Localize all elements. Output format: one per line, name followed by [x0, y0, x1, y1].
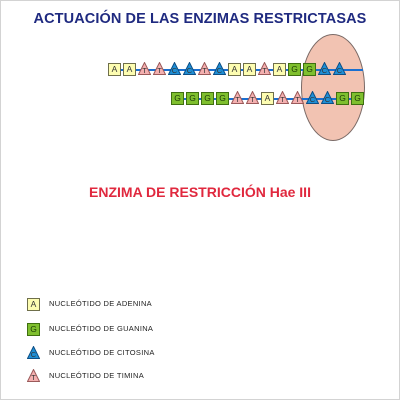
adenine-nucleotide: A	[228, 63, 241, 76]
guanine-nucleotide: G	[288, 63, 301, 76]
thymine-nucleotide: T	[258, 62, 271, 75]
cytosine-triangle-icon	[27, 346, 40, 359]
cytosine-triangle-icon	[183, 62, 196, 75]
nucleotide-letter: T	[142, 66, 147, 75]
thymine-nucleotide: T	[27, 369, 40, 382]
nucleotide-letter: G	[219, 93, 226, 103]
cytosine-nucleotide: C	[333, 62, 346, 75]
guanine-nucleotide: G	[336, 92, 349, 105]
thymine-nucleotide: T	[138, 62, 151, 75]
cytosine-nucleotide: C	[321, 91, 334, 104]
cytosine-nucleotide: C	[213, 62, 226, 75]
thymine-nucleotide: T	[198, 62, 211, 75]
cytosine-triangle-icon	[321, 91, 334, 104]
nucleotide-letter: C	[336, 66, 343, 75]
guanine-nucleotide: G	[186, 92, 199, 105]
nucleotide-letter: G	[204, 93, 211, 103]
nucleotide-letter: T	[202, 66, 207, 75]
thymine-triangle-icon	[27, 369, 40, 382]
thymine-nucleotide: T	[291, 91, 304, 104]
cytosine-triangle-icon	[168, 62, 181, 75]
nucleotide-letter: G	[354, 93, 361, 103]
nucleotide-letter: C	[186, 66, 193, 75]
nucleotide-letter: C	[30, 350, 37, 359]
thymine-triangle-icon	[153, 62, 166, 75]
thymine-triangle-icon	[258, 62, 271, 75]
legend-label: NUCLEÓTIDO DE GUANINA	[49, 324, 154, 333]
cytosine-triangle-icon	[318, 62, 331, 75]
nucleotide-letter: C	[321, 66, 328, 75]
thymine-triangle-icon	[198, 62, 211, 75]
nucleotide-letter: T	[295, 95, 300, 104]
adenine-nucleotide: A	[108, 63, 121, 76]
nucleotide-letter: T	[250, 95, 255, 104]
cytosine-nucleotide: C	[306, 91, 319, 104]
legend-label: NUCLEÓTIDO DE TIMINA	[49, 371, 145, 380]
nucleotide-letter: A	[30, 299, 37, 309]
cytosine-nucleotide: C	[318, 62, 331, 75]
nucleotide-letter: G	[30, 324, 37, 334]
nucleotide-letter: G	[306, 64, 313, 74]
adenine-nucleotide: A	[243, 63, 256, 76]
enzyme-label: ENZIMA DE RESTRICCIÓN Hae III	[89, 184, 311, 200]
nucleotide-letter: A	[231, 64, 238, 74]
nucleotide-letter: G	[339, 93, 346, 103]
cytosine-nucleotide: C	[168, 62, 181, 75]
nucleotide-letter: A	[111, 64, 118, 74]
thymine-triangle-icon	[138, 62, 151, 75]
nucleotide-letter: T	[262, 66, 267, 75]
nucleotide-letter: C	[324, 95, 331, 104]
guanine-nucleotide: G	[303, 63, 316, 76]
nucleotide-letter: T	[157, 66, 162, 75]
thymine-nucleotide: T	[246, 91, 259, 104]
nucleotide-letter: G	[174, 93, 181, 103]
cytosine-triangle-icon	[306, 91, 319, 104]
thymine-nucleotide: T	[231, 91, 244, 104]
adenine-nucleotide: A	[261, 92, 274, 105]
guanine-nucleotide: G	[27, 323, 40, 336]
cytosine-nucleotide: C	[27, 346, 40, 359]
nucleotide-letter: A	[246, 64, 253, 74]
thymine-nucleotide: T	[153, 62, 166, 75]
diagram-title: ACTUACIÓN DE LAS ENZIMAS RESTRICTASAS	[33, 11, 367, 27]
thymine-triangle-icon	[246, 91, 259, 104]
restriction-enzyme-shape	[301, 34, 365, 141]
guanine-nucleotide: G	[201, 92, 214, 105]
adenine-nucleotide: A	[273, 63, 286, 76]
thymine-triangle-icon	[231, 91, 244, 104]
nucleotide-letter: A	[264, 93, 271, 103]
nucleotide-letter: A	[276, 64, 283, 74]
legend-label: NUCLEÓTIDO DE ADENINA	[49, 299, 152, 308]
nucleotide-letter: T	[280, 95, 285, 104]
nucleotide-letter: G	[189, 93, 196, 103]
thymine-nucleotide: T	[276, 91, 289, 104]
nucleotide-letter: A	[126, 64, 133, 74]
legend-label: NUCLEÓTIDO DE CITOSINA	[49, 348, 155, 357]
nucleotide-letter: G	[291, 64, 298, 74]
nucleotide-letter: C	[171, 66, 178, 75]
adenine-nucleotide: A	[123, 63, 136, 76]
nucleotide-letter: C	[309, 95, 316, 104]
adenine-nucleotide: A	[27, 298, 40, 311]
nucleotide-letter: T	[235, 95, 240, 104]
cytosine-nucleotide: C	[183, 62, 196, 75]
thymine-triangle-icon	[276, 91, 289, 104]
cytosine-triangle-icon	[333, 62, 346, 75]
guanine-nucleotide: G	[171, 92, 184, 105]
nucleotide-letter: T	[31, 373, 36, 382]
guanine-nucleotide: G	[216, 92, 229, 105]
nucleotide-letter: C	[216, 66, 223, 75]
guanine-nucleotide: G	[351, 92, 364, 105]
thymine-triangle-icon	[291, 91, 304, 104]
cytosine-triangle-icon	[213, 62, 226, 75]
